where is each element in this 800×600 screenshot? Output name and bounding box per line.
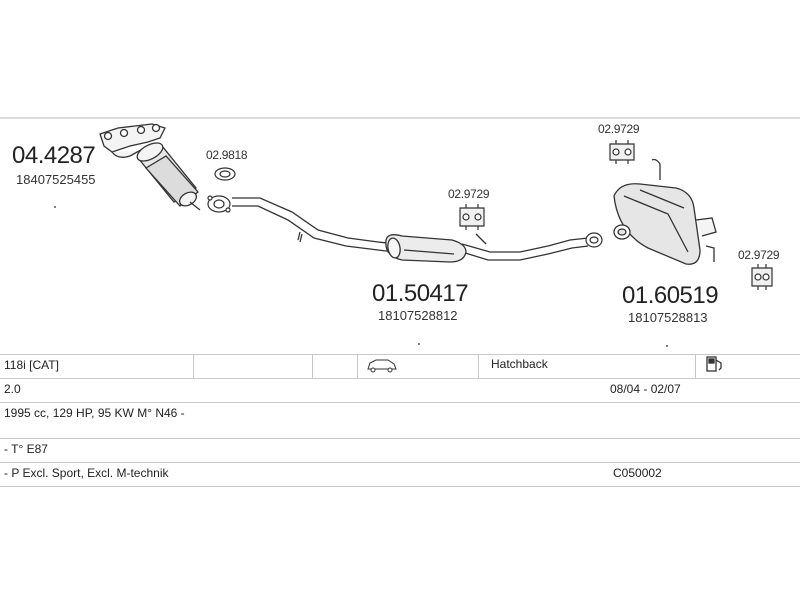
table-divider xyxy=(0,462,800,463)
middle-muffler-part-code[interactable]: 01.50417 xyxy=(372,280,469,307)
rear-muffler-oe-reference: 18107528813 xyxy=(628,310,708,325)
middle-mount-part-code[interactable]: 02.9729 xyxy=(448,187,490,201)
rear-mount-right-part xyxy=(751,264,773,290)
rear-mount-right-part-code[interactable]: 02.9729 xyxy=(738,248,780,262)
rear-muffler-marker-dot xyxy=(666,345,668,347)
rear-pipe-flange xyxy=(585,232,603,248)
middle-pipe xyxy=(232,197,589,261)
catalyst-oe-reference: 18407525455 xyxy=(16,172,96,187)
application-code-cell: C050002 xyxy=(613,466,662,480)
model-cell: 118i [CAT] xyxy=(4,358,59,372)
notes-cell: - P Excl. Sport, Excl. M-technik xyxy=(4,466,169,480)
type-cell: - T° E87 xyxy=(4,442,48,456)
table-column-divider xyxy=(357,354,358,378)
table-column-divider xyxy=(312,354,313,378)
middle-muffler-marker-dot xyxy=(418,343,420,345)
table-divider xyxy=(0,438,800,439)
gasket-part-code[interactable]: 02.9818 xyxy=(206,148,248,162)
middle-muffler-part xyxy=(385,234,467,263)
middle-muffler-oe-reference: 18107528812 xyxy=(378,308,458,323)
rear-mount-top-part xyxy=(609,140,635,164)
table-divider xyxy=(0,402,800,403)
catalyst-marker-dot xyxy=(54,206,56,208)
rear-mount-top-part-code[interactable]: 02.9729 xyxy=(598,122,640,136)
gasket-part xyxy=(214,167,236,181)
body-type-cell: Hatchback xyxy=(491,357,548,371)
table-column-divider xyxy=(193,354,194,378)
fuel-pump-icon xyxy=(706,356,722,372)
rear-muffler-part-code[interactable]: 01.60519 xyxy=(622,282,719,309)
production-years-cell: 08/04 - 02/07 xyxy=(610,382,681,396)
table-column-divider xyxy=(478,354,479,378)
catalyst-part-code[interactable]: 04.4287 xyxy=(12,142,96,169)
table-column-divider xyxy=(695,354,696,378)
car-side-icon xyxy=(367,359,397,373)
table-divider xyxy=(0,354,800,355)
rear-muffler-part xyxy=(613,158,717,265)
table-divider xyxy=(0,378,800,379)
pipe-flange xyxy=(207,195,231,213)
capacity-cell: 2.0 xyxy=(4,382,21,396)
middle-mount-part xyxy=(459,204,485,230)
table-divider xyxy=(0,486,800,487)
engine-cell: 1995 cc, 129 HP, 95 KW M° N46 - xyxy=(4,406,185,420)
catalyst-part xyxy=(99,123,201,211)
